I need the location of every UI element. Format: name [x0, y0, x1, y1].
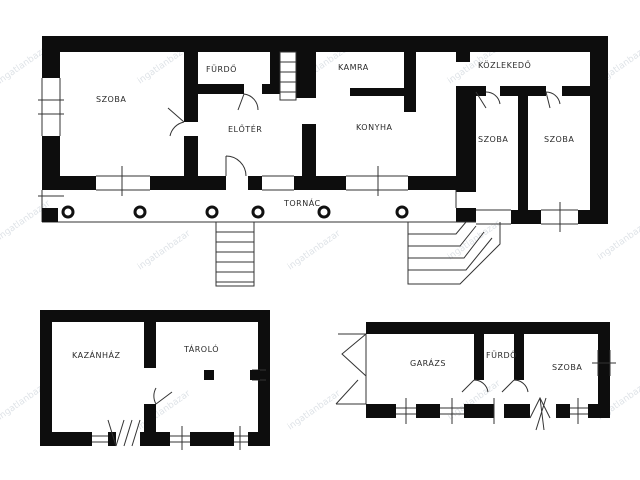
column: [205, 205, 219, 219]
outbuilding-right: GARÁZS FÜRDŐ SZOBA: [335, 322, 616, 431]
stairs-curved: [407, 221, 501, 285]
wall-szoba-right: [184, 52, 198, 122]
wall-kamra-left: [296, 52, 316, 98]
column: [133, 205, 147, 219]
wall-left-upper: [42, 36, 60, 78]
wall-kazanhaz-divider: [144, 322, 156, 368]
wall-bottom-1: [42, 176, 96, 190]
door-furdo-2: [461, 379, 489, 393]
door-szoba-3: [501, 379, 529, 393]
wall-kozlekedo-left: [456, 86, 476, 192]
watermark-text: ingatlanbazar: [286, 389, 343, 433]
room-label-kazanhaz: KAZÁNHÁZ: [72, 349, 121, 360]
wall-bottom-4: [408, 176, 468, 190]
door-szoba: [167, 107, 185, 137]
wall-garazs-divider: [474, 334, 484, 380]
door-kazanhaz: [107, 419, 141, 447]
door-furdo: [237, 93, 259, 111]
room-label-tarolo: TÁROLÓ: [183, 343, 219, 354]
garage-door: [335, 333, 367, 405]
room-label-tornac: TORNÁC: [283, 197, 321, 208]
room-label-konyha: KONYHA: [356, 123, 392, 132]
column: [317, 205, 331, 219]
room-label-kozlekedo: KÖZLEKEDŐ: [478, 60, 531, 70]
column: [395, 205, 409, 219]
main-house: SZOBA FÜRDŐ ELŐTÉR KAMRA KONYHA KÖZLEKED…: [38, 36, 608, 287]
watermark-text: ingatlanbazar: [446, 219, 503, 263]
wall-konyha-left: [302, 124, 316, 176]
door-szoba-right-2: [545, 91, 561, 109]
watermark-text: ingatlanbazar: [596, 219, 640, 263]
door-outside-right: [529, 396, 551, 431]
door-eloter: [225, 155, 247, 177]
column: [251, 205, 265, 219]
watermark-text: ingatlanbazar: [136, 229, 193, 273]
wall-bottom-right-corner: [578, 210, 608, 224]
wall-bottom-3: [294, 176, 346, 190]
room-label-eloter: ELŐTÉR: [228, 123, 262, 134]
room-label-szoba: SZOBA: [96, 95, 126, 104]
stairs-inside: [279, 51, 297, 101]
wall-kozlekedo-bottom: [500, 86, 546, 96]
room-label-szoba-right-2: SZOBA: [544, 135, 574, 144]
wall-furdo-bottom: [198, 84, 244, 94]
wall-top: [42, 36, 608, 52]
door-szoba-right-1: [475, 91, 501, 109]
room-label-szoba-right-1: SZOBA: [478, 135, 508, 144]
room-label-szoba-3: SZOBA: [552, 363, 582, 372]
wall-furdo-right: [270, 52, 280, 94]
column: [61, 205, 75, 219]
wall-kamra-bottom: [350, 88, 406, 96]
room-label-furdo: FÜRDŐ: [206, 64, 237, 74]
door-tarolo: [153, 387, 173, 405]
wall-furdo2-divider: [514, 334, 524, 380]
wall-bottom-right-2: [456, 208, 476, 222]
room-label-furdo-2: FÜRDŐ: [486, 350, 517, 360]
room-label-garazs: GARÁZS: [410, 357, 446, 368]
stairs-straight: [215, 221, 255, 287]
wall-right: [590, 36, 608, 224]
wall-right-rooms-divider: [518, 96, 528, 224]
watermark-text: ingatlanbazar: [286, 229, 343, 273]
room-label-kamra: KAMRA: [338, 63, 369, 72]
wall-kamra-right: [404, 52, 416, 112]
outbuilding-left: KAZÁNHÁZ TÁROLÓ: [40, 310, 270, 450]
chimney: [204, 370, 214, 380]
